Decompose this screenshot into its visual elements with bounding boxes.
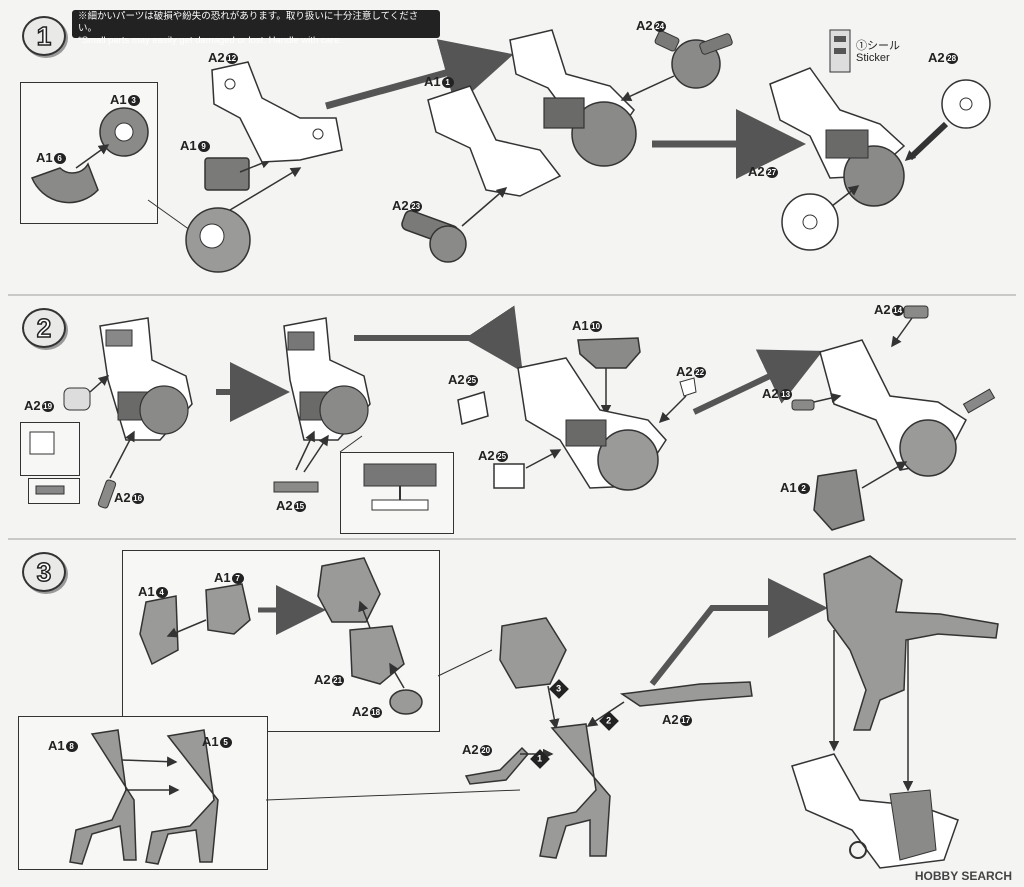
part-a2-28-disc (941, 79, 991, 129)
section-divider (8, 538, 1016, 540)
sticker-en: Sticker (856, 52, 890, 64)
part-a1-5-body-back (145, 729, 219, 865)
part-a1-2-bag (813, 469, 865, 531)
part-head-final (499, 617, 567, 689)
caution-notice: ※細かいパーツは破損や紛失の恐れがあります。取り扱いに十分注意してください。 *… (72, 10, 440, 46)
step-2-badge: 2 (22, 308, 66, 348)
part-a1-10-seat (577, 337, 641, 369)
part-front-wheel (185, 207, 251, 273)
part-a2-16-pin (97, 479, 117, 509)
part-rear-wheel (571, 101, 637, 167)
part-a2-25-visor (457, 391, 489, 425)
part-head-assembled (317, 557, 381, 623)
part-a1-4-head-left (139, 595, 179, 666)
part-a2-18-bun (389, 689, 423, 715)
watermark: HOBBY SEARCH (914, 869, 1012, 883)
part-a2-14-peg (903, 305, 929, 319)
part-a2-27-disc (781, 193, 839, 251)
part-a1-7-head-right (205, 583, 251, 635)
part-figure-body (539, 723, 611, 859)
caution-text-en: *Small parts may easily get damaged or l… (78, 35, 343, 46)
part-a1-6-half-wheel (31, 162, 99, 204)
caution-text-ja: ※細かいパーツは破損や紛失の恐れがあります。取り扱いに十分注意してください。 (78, 11, 419, 34)
part-a2-19-lens (63, 387, 91, 411)
part-a1-3-hub (99, 107, 149, 157)
sticker-note: ①シール Sticker (856, 40, 900, 64)
sticker-ja: シール (867, 40, 900, 52)
part-a1-1-shell (427, 85, 562, 197)
part-a1-8-body-front (69, 729, 137, 865)
part-a2-22-small (679, 377, 697, 397)
part-a1-9-block (204, 157, 250, 191)
sticker-number: ① (856, 40, 867, 52)
step-1-badge: 1 (22, 16, 66, 56)
step-3-badge: 3 (22, 552, 66, 592)
section-divider (8, 294, 1016, 296)
part-a2-13-peg (791, 399, 815, 411)
part-a2-12-frame (211, 61, 343, 163)
part-a2-17-arm-gun (619, 681, 753, 707)
part-a2-25-plate (493, 463, 525, 489)
part-a2-15-stand (273, 481, 319, 493)
part-figure-assembled (823, 555, 999, 731)
part-a2-23-cap (401, 209, 467, 263)
